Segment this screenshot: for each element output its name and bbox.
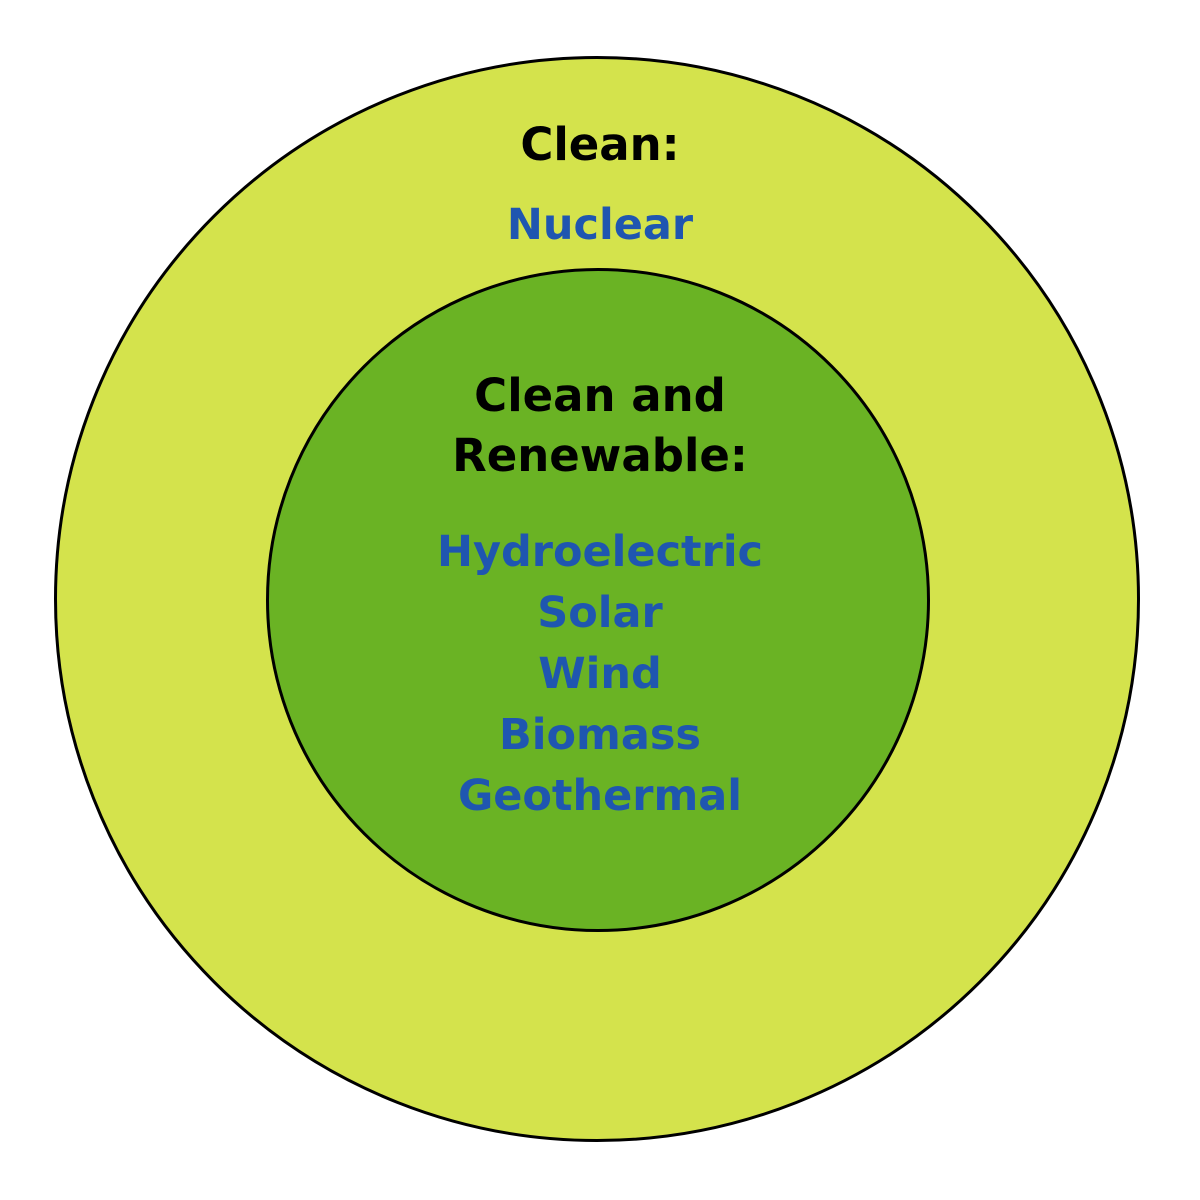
clean-renewable-heading: Clean and Renewable: [0,366,1200,486]
clean-renewable-heading-line2: Renewable: [452,429,748,482]
clean-renewable-inner-circle [266,268,930,932]
inner-item-geothermal: Geothermal [457,771,743,821]
inner-item-hydroelectric: Hydroelectric [436,527,764,577]
clean-heading: Clean: [520,118,680,171]
inner-item-wind: Wind [538,649,662,699]
outer-item-nuclear: Nuclear [506,200,694,250]
clean-renewable-heading-line1: Clean and [474,369,726,422]
renewable-sources-list: Hydroelectric Solar Wind Biomass Geother… [0,522,1200,827]
inner-item-solar: Solar [537,588,663,638]
inner-item-biomass: Biomass [498,710,702,760]
